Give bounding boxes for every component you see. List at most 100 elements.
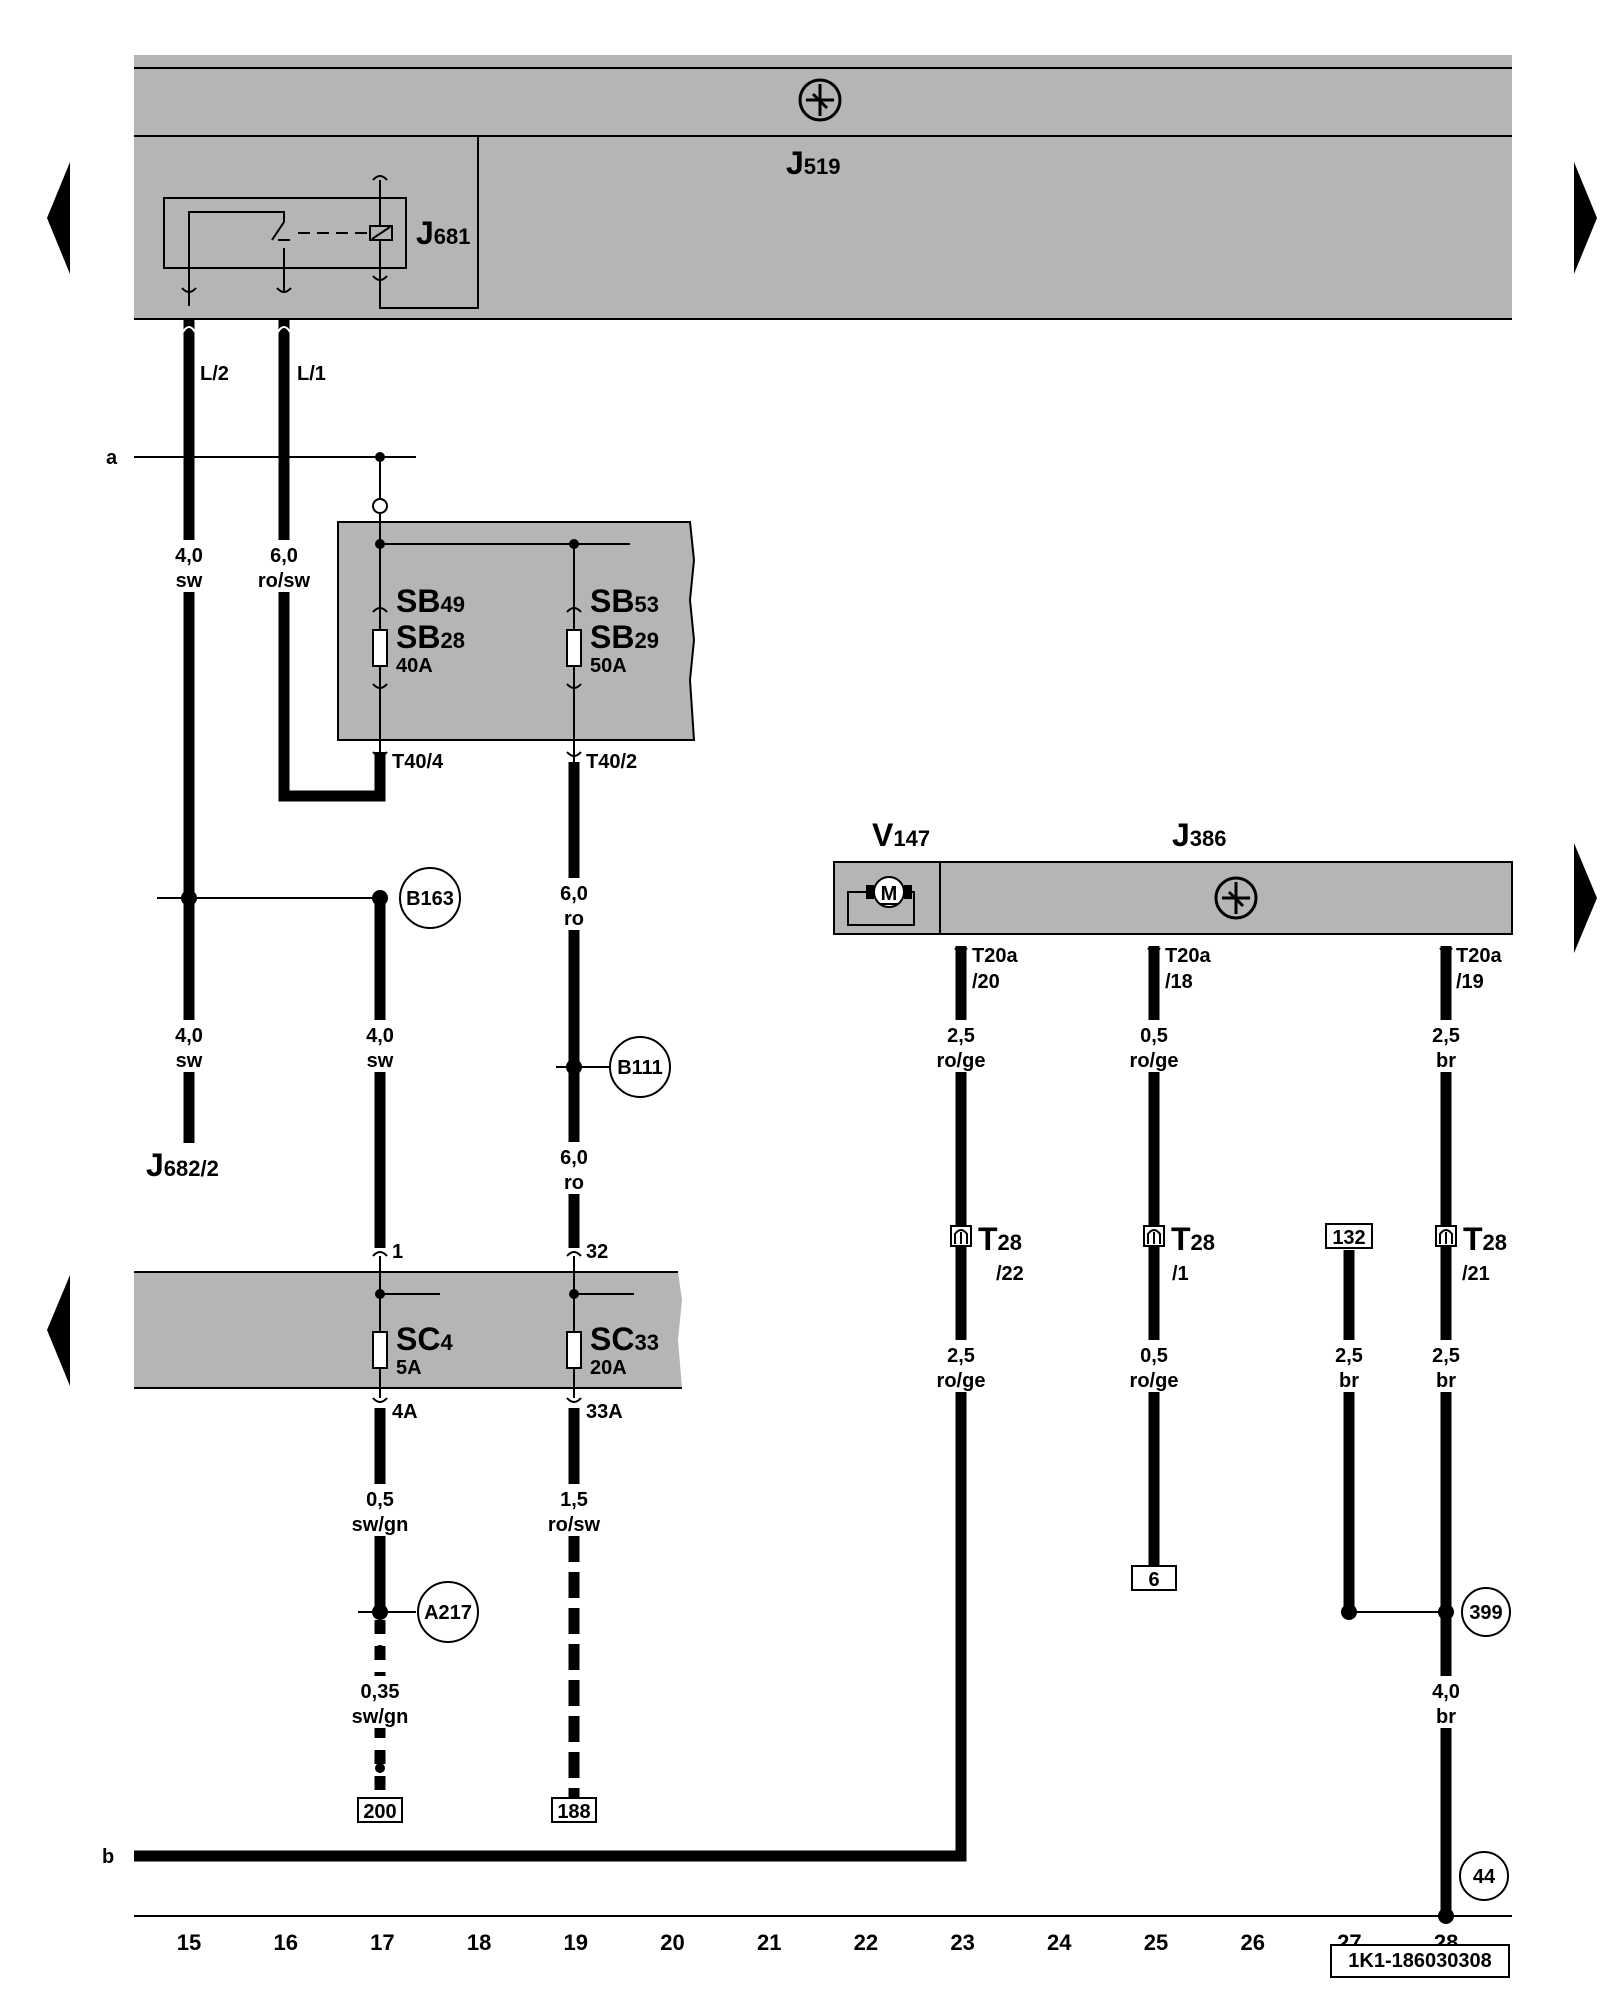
column-number: 16: [273, 1930, 297, 1955]
wire-15-gauge-low: 4,0: [175, 1025, 203, 1047]
ref-132[interactable]: 132: [1332, 1227, 1365, 1249]
t28-label-22: T28: [978, 1221, 1022, 1257]
ground-a217: A217: [424, 1602, 472, 1624]
wire-19-gauge-mid: 6,0: [560, 1147, 588, 1169]
drawing-id: 1K1-186030308: [1348, 1950, 1492, 1972]
drawing-id-box: 1K1-186030308: [1330, 1944, 1510, 1978]
column-number: 23: [950, 1930, 974, 1955]
column-number: 18: [467, 1930, 491, 1955]
column-number: 25: [1144, 1930, 1168, 1955]
wire-17-gauge-low: 0,35: [361, 1681, 400, 1703]
sb-fuse-block: SB49 SB28 40A SB53 SB29 50A: [337, 514, 696, 762]
wire-16-color: ro/sw: [258, 570, 311, 592]
t28-pin-22: /22: [996, 1263, 1024, 1285]
wire-17-gauge-top: 4,0: [366, 1025, 394, 1047]
connector-t28-21: [1435, 1225, 1457, 1247]
wire-28-color-low: br: [1436, 1706, 1456, 1728]
wire-25-gauge-low: 0,5: [1140, 1345, 1168, 1367]
wire-25-color-low: ro/ge: [1130, 1370, 1179, 1392]
motor-icon: M: [847, 876, 915, 926]
column-number: 22: [854, 1930, 878, 1955]
ground-b163: B163: [406, 888, 454, 910]
j682-label: J682/2: [146, 1147, 219, 1183]
ref-200[interactable]: 200: [363, 1801, 396, 1823]
control-unit-icon-2: [1214, 876, 1258, 920]
page-right-arrow-mid[interactable]: [1574, 843, 1597, 953]
fuse-sc4-label: SC4: [396, 1321, 453, 1357]
wire-27-color: br: [1339, 1370, 1359, 1392]
wire-17-color-top: sw: [367, 1050, 394, 1072]
wire-15-color-low: sw: [176, 1050, 203, 1072]
wire-28-color-mid: br: [1436, 1370, 1456, 1392]
page-left-arrow-top[interactable]: [47, 162, 70, 274]
wire-28-gauge-mid: 2,5: [1432, 1345, 1460, 1367]
pin-sc-33a: 33A: [586, 1401, 623, 1423]
fuse-sb29-rating: 50A: [590, 655, 627, 677]
t28-label-21: T28: [1463, 1221, 1507, 1257]
wire-15-color: sw: [176, 570, 203, 592]
pin-t20a-19: /19: [1456, 971, 1484, 993]
wire-19-color-top: ro: [564, 908, 584, 930]
pin-t20a-18: /18: [1165, 971, 1193, 993]
fuse-sc33-rating: 20A: [590, 1357, 627, 1379]
pin-t20a-b: T20a: [1165, 945, 1211, 967]
ground-b111: B111: [617, 1057, 663, 1079]
pin-sc-1: 1: [392, 1241, 403, 1263]
ref-6[interactable]: 6: [1148, 1569, 1159, 1591]
v147-label: V147: [872, 817, 930, 853]
wire-25-gauge: 0,5: [1140, 1025, 1168, 1047]
fuse-sc33-label: SC33: [590, 1321, 659, 1357]
ref-188[interactable]: 188: [557, 1801, 590, 1823]
fuse-sb29-label: SB29: [590, 619, 659, 655]
line-marker-b: b: [102, 1846, 114, 1868]
wire-19-color-mid: ro: [564, 1172, 584, 1194]
connector-t28-1: [1143, 1225, 1165, 1247]
pin-t20a-a: T20a: [972, 945, 1018, 967]
wire-23-color-low: ro/ge: [937, 1370, 986, 1392]
pin-l1: L/1: [297, 363, 326, 385]
pin-t20a-c: T20a: [1456, 945, 1502, 967]
j519-housing: J519: [134, 55, 1512, 320]
t28-pin-21: /21: [1462, 1263, 1490, 1285]
ground-44: 44: [1473, 1866, 1496, 1888]
connector-t28-22: [950, 1225, 972, 1247]
j681-relay: J681: [163, 136, 479, 309]
column-number: 19: [564, 1930, 588, 1955]
pin-sc-32: 32: [586, 1241, 608, 1263]
wire-17-gauge-mid: 0,5: [366, 1489, 394, 1511]
column-number: 15: [177, 1930, 201, 1955]
wire-19-gauge-low: 1,5: [560, 1489, 588, 1511]
page-left-arrow-bottom[interactable]: [47, 1275, 70, 1386]
wire-19-gauge-top: 6,0: [560, 883, 588, 905]
j519-label: J519: [786, 145, 841, 181]
wire-28-color: br: [1436, 1050, 1456, 1072]
t28-label-1: T28: [1171, 1221, 1215, 1257]
wire-27-gauge: 2,5: [1335, 1345, 1363, 1367]
column-number: 26: [1240, 1930, 1264, 1955]
j681-label: J681: [416, 215, 471, 251]
wire-28-gauge: 2,5: [1432, 1025, 1460, 1047]
line-marker-a: a: [106, 447, 118, 469]
pin-l2: L/2: [200, 363, 229, 385]
t28-pin-1: /1: [1172, 1263, 1189, 1285]
page-right-arrow-top[interactable]: [1574, 162, 1597, 274]
ground-399: 399: [1469, 1602, 1502, 1624]
pin-t40-2: T40/2: [586, 751, 637, 773]
control-unit-icon: [798, 78, 842, 122]
wire-17-color-low: sw/gn: [352, 1706, 409, 1728]
j386-housing: M: [833, 861, 1513, 935]
wire-15-gauge: 4,0: [175, 545, 203, 567]
pin-t20a-20: /20: [972, 971, 1000, 993]
fuse-sb53-label: SB53: [590, 583, 659, 619]
wire-23-color: ro/ge: [937, 1050, 986, 1072]
wire-19-color-low: ro/sw: [548, 1514, 601, 1536]
fuse-sb28-label: SB28: [396, 619, 465, 655]
wire-17-color-mid: sw/gn: [352, 1514, 409, 1536]
column-number: 21: [757, 1930, 781, 1955]
fuse-sb28-rating: 40A: [396, 655, 433, 677]
fuse-sc4-rating: 5A: [396, 1357, 422, 1379]
sc-fuse-block: SC4 5A SC33 20A: [134, 1256, 682, 1398]
fuse-sb49-label: SB49: [396, 583, 465, 619]
